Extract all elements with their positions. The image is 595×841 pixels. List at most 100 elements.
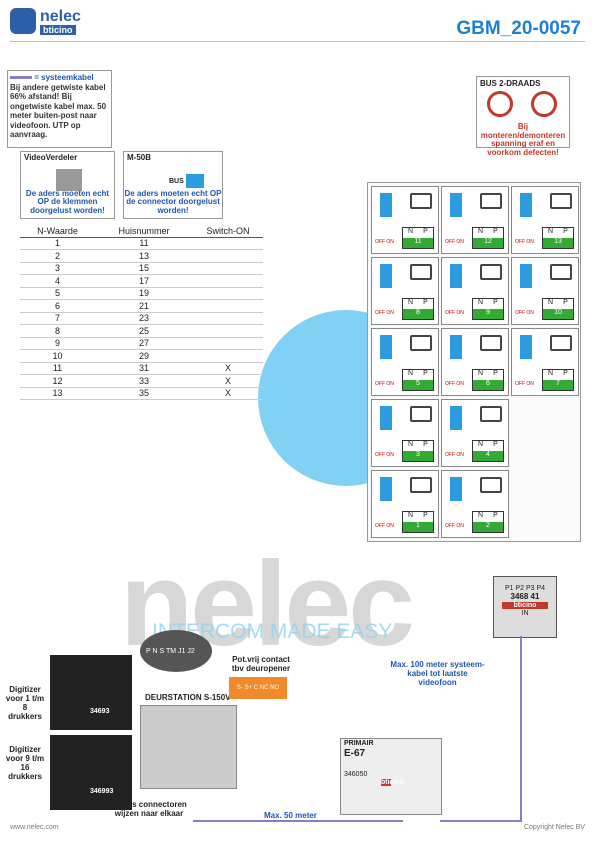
table-cell: 6 xyxy=(20,299,95,313)
screen-icon xyxy=(480,406,502,422)
offon-label: OFF ON xyxy=(515,239,534,245)
n-label: N xyxy=(547,370,554,377)
n-value: 3 xyxy=(403,451,433,461)
m50b-connector-icon xyxy=(186,174,204,188)
n-value: 11 xyxy=(403,238,433,248)
n-label: N xyxy=(477,299,484,306)
n-label: N xyxy=(407,228,414,235)
table-cell xyxy=(193,312,263,325)
offon-label: OFF ON xyxy=(515,310,534,316)
screen-icon xyxy=(410,406,432,422)
bus-title: BUS 2-DRAADS xyxy=(480,79,541,88)
distributor-in: IN xyxy=(521,610,529,617)
videoverdeler-title: VideoVerdeler xyxy=(24,153,78,162)
offon-label: OFF ON xyxy=(445,452,464,458)
m50b-caption: De aders moeten echt OP de connector doo… xyxy=(124,188,222,215)
table-cell xyxy=(193,249,263,263)
system-cable xyxy=(193,820,403,822)
p-label: P xyxy=(563,228,568,235)
system-cable xyxy=(440,820,520,822)
videoverdeler-box: VideoVerdeler De aders moeten echt OP de… xyxy=(20,151,115,219)
logo-sub: bticino xyxy=(40,25,76,35)
table-cell: 31 xyxy=(95,362,193,375)
digitizer2-model: 346993 xyxy=(90,788,114,795)
bus-warning-box: BUS 2-DRAADS Bij monteren/demonteren spa… xyxy=(476,76,570,156)
p-label: P xyxy=(423,441,428,448)
nelec-logo-icon xyxy=(10,8,36,34)
screen-icon xyxy=(410,335,432,351)
n-label: N xyxy=(407,370,414,377)
p-label: P xyxy=(493,228,498,235)
table-cell: 1 xyxy=(20,237,95,250)
offon-label: OFF ON xyxy=(375,239,394,245)
supply-primair: PRIMAIR xyxy=(344,740,374,747)
digitizer1-label: Digitizer voor 1 t/m 8 drukkers xyxy=(5,685,45,721)
table-cell: 5 xyxy=(20,287,95,300)
p-label: P xyxy=(563,299,568,306)
distributor-model: 3468 41 xyxy=(510,592,540,601)
no-plug-icon xyxy=(487,91,513,117)
cable-legend: = systeemkabel xyxy=(34,73,94,82)
screen-icon xyxy=(550,193,572,209)
p-label: P xyxy=(493,370,498,377)
p-label: P xyxy=(493,299,498,306)
table-cell: 19 xyxy=(95,287,193,300)
table-cell: 33 xyxy=(95,374,193,388)
n-value: 4 xyxy=(473,451,503,461)
digitizer1: 34693 xyxy=(50,655,132,730)
n-value: 9 xyxy=(473,309,503,319)
door-station xyxy=(140,705,237,789)
no-voltage-icon xyxy=(531,91,557,117)
cable-legend-icon xyxy=(10,76,32,80)
digitizer1-model: 34693 xyxy=(90,708,110,715)
n-label: N xyxy=(477,441,484,448)
bus-warning: Bij monteren/demonteren spanning eraf en… xyxy=(480,122,566,157)
terminal-icon xyxy=(450,477,462,501)
table-cell: 15 xyxy=(95,262,193,275)
digitizer2-label: Digitizer voor 9 t/m 16 drukkers xyxy=(5,745,45,781)
nokjes-note: nokjes connectoren wijzen naar elkaar xyxy=(111,800,187,818)
supply-model: E-67 xyxy=(344,748,366,759)
offon-label: OFF ON xyxy=(375,381,394,387)
table-cell: 3 xyxy=(20,262,95,275)
n-label: N xyxy=(407,299,414,306)
table-cell: 8 xyxy=(20,324,95,338)
table-cell: 12 xyxy=(20,374,95,388)
n-label: N xyxy=(547,299,554,306)
offon-label: OFF ON xyxy=(445,239,464,245)
table-cell xyxy=(193,237,263,250)
table-cell xyxy=(193,262,263,275)
table-header: Huisnummer xyxy=(95,225,193,238)
table-cell xyxy=(193,299,263,313)
table-cell: 25 xyxy=(95,324,193,338)
connector-zoom: P N S TM J1 J2 xyxy=(140,630,212,672)
table-cell: 2 xyxy=(20,249,95,263)
n-value: 13 xyxy=(543,238,573,248)
terminal-icon xyxy=(380,193,392,217)
p-label: P xyxy=(563,370,568,377)
n-label: N xyxy=(547,228,554,235)
screen-icon xyxy=(410,477,432,493)
table-cell: 23 xyxy=(95,312,193,325)
p-label: P xyxy=(423,512,428,519)
cable-info-text: Bij andere getwiste kabel 66% afstand! B… xyxy=(10,82,107,140)
table-cell xyxy=(193,274,263,288)
n-label: N xyxy=(477,228,484,235)
np-switch: N P 13 xyxy=(542,227,574,249)
